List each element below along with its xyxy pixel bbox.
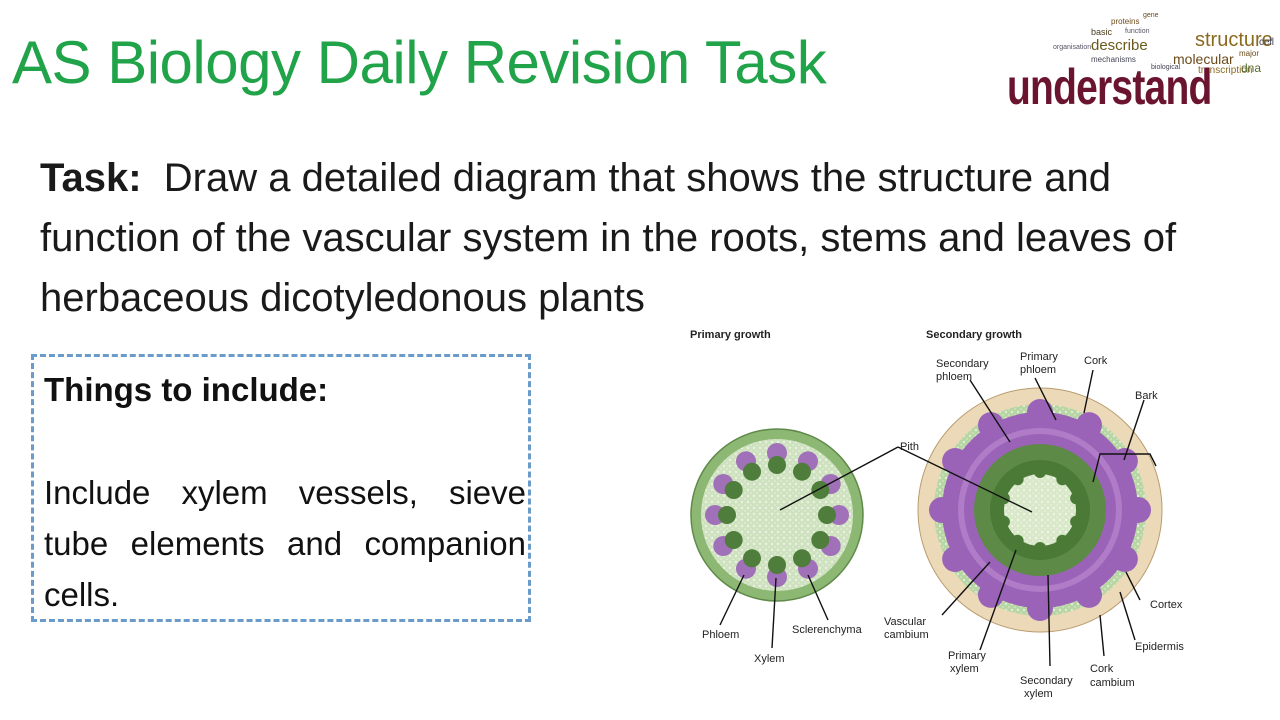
label-vascular-cambium: Vascular bbox=[884, 616, 926, 628]
label-pith: Pith bbox=[900, 441, 919, 453]
secondary-growth-header: Secondary growth bbox=[926, 329, 1022, 341]
wc-word: gene bbox=[1143, 12, 1159, 19]
xylem-cluster bbox=[718, 506, 736, 524]
label-bark: Bark bbox=[1135, 390, 1158, 402]
label-cork-cambium-2: cambium bbox=[1090, 677, 1135, 689]
wc-word: biological bbox=[1151, 64, 1181, 71]
xylem-cluster bbox=[818, 506, 836, 524]
word-cloud-image: structure describe molecular transcripti… bbox=[1003, 0, 1280, 112]
label-cortex: Cortex bbox=[1150, 599, 1183, 611]
xylem-cluster bbox=[811, 531, 830, 549]
task-statement: Task: Draw a detailed diagram that shows… bbox=[40, 148, 1250, 328]
slide-title: AS Biology Daily Revision Task bbox=[12, 29, 827, 96]
xylem-tooth bbox=[1056, 473, 1069, 486]
wc-word: transcription bbox=[1198, 65, 1253, 76]
task-text: Draw a detailed diagram that shows the s… bbox=[40, 156, 1177, 320]
include-heading: Things to include: bbox=[44, 371, 329, 408]
xylem-tooth bbox=[1034, 466, 1046, 478]
wc-word: mechanisms bbox=[1091, 55, 1136, 64]
xylem-tooth bbox=[1011, 473, 1024, 486]
label-secondary-phloem-2: phloem bbox=[936, 371, 972, 383]
task-label: Task: bbox=[40, 156, 142, 200]
xylem-tooth bbox=[1011, 534, 1024, 547]
wc-word: organisation bbox=[1053, 44, 1092, 51]
label-secondary-xylem-2: xylem bbox=[1024, 688, 1053, 700]
label-primary-phloem: Primary bbox=[1020, 351, 1058, 363]
label-vascular-cambium-2: cambium bbox=[884, 629, 929, 641]
label-primary-xylem-2: xylem bbox=[950, 663, 979, 675]
wc-word: proteins bbox=[1111, 17, 1140, 26]
label-primary-phloem-2: phloem bbox=[1020, 364, 1056, 376]
xylem-tooth bbox=[1056, 534, 1069, 547]
xylem-cluster bbox=[811, 481, 830, 499]
xylem-cluster bbox=[793, 549, 811, 568]
include-body: Include xylem vessels, sieve tube elemen… bbox=[44, 474, 526, 613]
xylem-cluster bbox=[743, 462, 761, 481]
xylem-tooth bbox=[1034, 542, 1046, 554]
wc-main-word: understand bbox=[1007, 59, 1212, 112]
label-xylem: Xylem bbox=[754, 653, 785, 665]
xylem-cluster bbox=[768, 456, 786, 474]
things-to-include-box: Things to include: Include xylem vessels… bbox=[31, 354, 531, 622]
wc-word: structure bbox=[1195, 29, 1273, 51]
vascular-bundles bbox=[705, 443, 849, 587]
wc-word: cell bbox=[1259, 37, 1275, 48]
wc-word: major bbox=[1239, 49, 1260, 58]
xylem-cluster bbox=[793, 462, 811, 481]
label-phloem: Phloem bbox=[702, 629, 739, 641]
xylem-cluster bbox=[724, 481, 743, 499]
label-primary-xylem: Primary bbox=[948, 650, 986, 662]
xylem-tooth bbox=[1070, 515, 1083, 528]
wc-word: dna bbox=[1241, 61, 1262, 75]
wc-word: basic bbox=[1091, 27, 1113, 37]
label-cork-cambium: Cork bbox=[1090, 663, 1114, 675]
label-sclerenchyma: Sclerenchyma bbox=[792, 624, 863, 636]
primary-stem-section bbox=[690, 428, 864, 602]
label-cork: Cork bbox=[1084, 355, 1108, 367]
secondary-stem-section bbox=[917, 387, 1163, 633]
wc-word: molecular bbox=[1173, 51, 1234, 67]
label-secondary-phloem: Secondary bbox=[936, 358, 989, 370]
label-secondary-xylem: Secondary bbox=[1020, 675, 1073, 687]
xylem-tooth bbox=[1070, 492, 1083, 505]
xylem-cluster bbox=[724, 531, 743, 549]
wc-word: describe bbox=[1091, 37, 1148, 54]
xylem-tooth bbox=[997, 515, 1010, 528]
label-epidermis: Epidermis bbox=[1135, 641, 1184, 653]
xylem-cluster bbox=[768, 556, 786, 574]
wc-word: function bbox=[1125, 28, 1150, 35]
stem-growth-diagram: Primary growth Secondary growth bbox=[690, 329, 1184, 700]
xylem-cluster bbox=[743, 549, 761, 568]
primary-growth-header: Primary growth bbox=[690, 329, 771, 341]
